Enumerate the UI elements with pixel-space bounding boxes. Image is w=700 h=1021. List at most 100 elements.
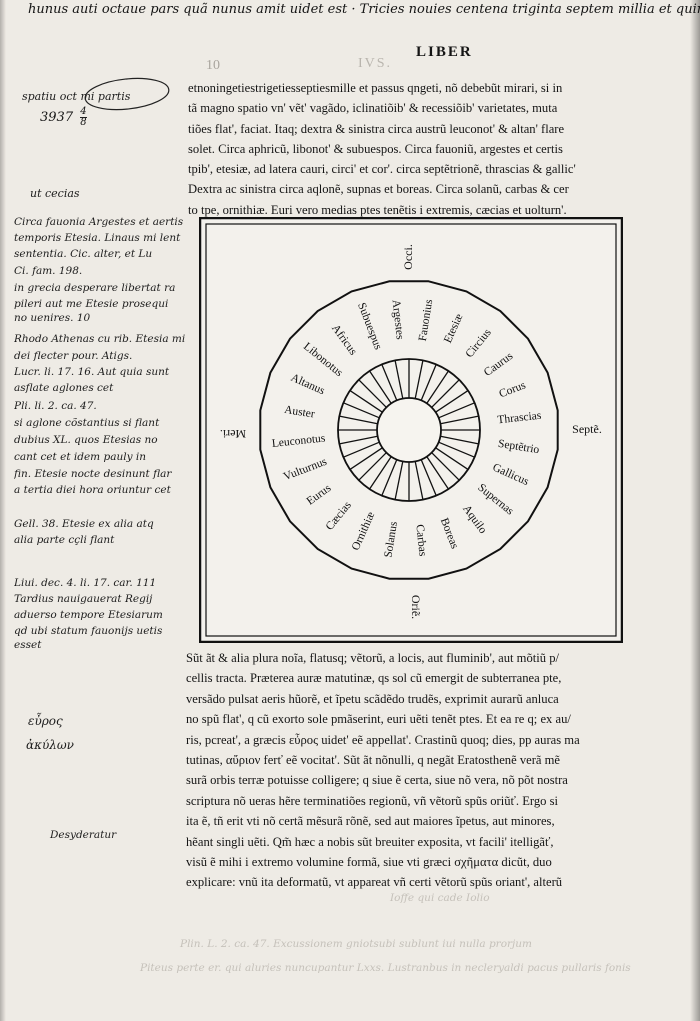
- compass-spoke: [431, 379, 460, 408]
- margin-note: sententia. Cic. alter, et Lu: [14, 248, 153, 260]
- margin-note: alia parte cçli flant: [14, 534, 115, 546]
- wind-label: Argestes: [390, 299, 406, 341]
- distance-fraction: 4 8: [80, 106, 87, 128]
- wind-label: Carbas: [413, 524, 428, 558]
- greek-note-akylon: ἀκύλων: [26, 738, 74, 752]
- label-meridies: Meri.: [220, 427, 246, 441]
- text-line: surã orbis terræ potuisse colligere; q s…: [186, 773, 568, 788]
- body-text-top: etnoningetiestrigetiesseptiesmille et pa…: [188, 78, 650, 220]
- text-line: explicare: vnũ ita deformatũ, vt apparea…: [186, 875, 563, 890]
- text-line: tiões flat', faciat. Itaq; dextra & sini…: [188, 121, 565, 136]
- fraction-numerator: 4: [80, 106, 87, 118]
- compass-spoke: [369, 456, 392, 490]
- compass-spoke: [435, 447, 469, 470]
- text-line: solet. Circa aphricũ, libonot' & subuesp…: [188, 141, 563, 156]
- compass-spoke: [339, 435, 378, 445]
- compass-spoke: [358, 452, 387, 481]
- wind-label: Auster: [283, 404, 315, 421]
- text-line: cellis tracta. Præterea auræ matutinæ, q…: [186, 671, 562, 686]
- compass-spoke: [414, 360, 424, 399]
- text-line: tã magno spatio vn' vẽt' vagãdo, iclinat…: [188, 101, 558, 116]
- bleed-note-2: Plin. L. 2. ca. 47. Excussionem gniotsub…: [180, 938, 533, 950]
- compass-spoke: [426, 456, 449, 490]
- gutter-shadow: [0, 0, 6, 1021]
- margin-note: temporis Etesia. Linaus mi lent: [14, 232, 181, 244]
- text-line: tutinas, αὔριον ferť eẽ vocitat'. Sũt ãt…: [186, 752, 561, 767]
- bleed-note-3: Piteus perte er. qui aluries nuncupantur…: [140, 962, 631, 974]
- compass-spoke: [349, 447, 383, 470]
- text-line: Sũt ãt & alia plura noĩa, flatusq; vẽtor…: [186, 651, 560, 665]
- text-line: to tpe, ornithiæ. Euri vero medias ptes …: [188, 202, 567, 217]
- margin-caecias-note: ut cecias: [30, 187, 80, 200]
- compass-spoke: [394, 360, 404, 399]
- margin-note: Circa fauonia Argestes et aertis: [14, 216, 184, 228]
- text-line: no spũ flat', q cũ exorto sole pmãserint…: [186, 712, 571, 727]
- wind-label: Thrascias: [497, 410, 543, 427]
- margin-note: Pli. li. 2. ca. 47.: [14, 400, 97, 412]
- compass-spoke: [435, 390, 469, 413]
- margin-note: cant cet et idem pauly in: [14, 451, 146, 463]
- compass-spoke: [381, 459, 398, 496]
- compass-spokes: [338, 359, 480, 501]
- margin-note: asflate aglones cet: [14, 382, 114, 394]
- bleed-note-1: Ioffe qui cade Iolio: [390, 892, 490, 904]
- text-line: hẽant singli uẽti. Qm̃ hæc a nobis sũt b…: [186, 834, 554, 849]
- compass-spoke: [343, 402, 380, 419]
- edge-shadow: [690, 0, 700, 1021]
- margin-note: qd ubi statum fauonijs uetis: [14, 625, 163, 637]
- text-line: Dextra ac sinistra circa aqlonẽ, supnas …: [188, 182, 569, 197]
- compass-spoke: [339, 415, 378, 425]
- compass-spoke: [420, 364, 437, 401]
- margin-note: Gell. 38. Etesie ex alia atq: [14, 518, 154, 530]
- compass-spoke: [381, 364, 398, 401]
- compass-spoke: [369, 370, 392, 404]
- margin-note: Lucr. li. 17. 16. Aut quia sunt: [14, 366, 170, 378]
- label-septentrio: Septẽ.: [572, 422, 602, 436]
- compass-spoke: [414, 461, 424, 500]
- compass-spoke: [438, 441, 475, 458]
- compass-spoke: [431, 452, 460, 481]
- text-line: tpib', etesiæ, ad latera cauri, circi' e…: [188, 162, 576, 177]
- compass-spoke: [349, 390, 383, 413]
- compass-spoke: [438, 402, 475, 419]
- margin-note: Liui. dec. 4. li. 17. car. 111: [14, 577, 157, 589]
- compass-spoke: [358, 379, 387, 408]
- margin-note: esset: [14, 639, 42, 651]
- margin-note: si aglone cõstantius si flant: [14, 417, 160, 429]
- margin-note: Tardius nauigauerat Regij: [14, 593, 153, 605]
- margin-distance-value: 3937 4 8: [40, 107, 87, 128]
- text-line: ris, pcreat', a græcis εὖρος uidet' eẽ a…: [186, 732, 580, 747]
- margin-note: dei flecter pour. Atigs.: [14, 350, 133, 362]
- wind-label: Leuconotus: [271, 432, 326, 450]
- wind-polygon: [259, 280, 559, 580]
- compass-spoke: [440, 415, 479, 425]
- margin-note: pileri aut me Etesie prosequi: [14, 298, 169, 310]
- compass-spoke: [440, 435, 479, 445]
- margin-spatium-note: spatiu oct mi partis: [22, 90, 131, 103]
- compass-spoke: [394, 461, 404, 500]
- margin-note: dubius XL. quos Etesias no: [14, 434, 158, 446]
- wind-label: Solanus: [382, 520, 400, 558]
- bleed-through-heading: IVS.: [358, 56, 393, 71]
- text-line: ita ẽ, tñ erit vti nõ certã mẽsurã rõnẽ,…: [186, 814, 555, 829]
- margin-note: a tertia diei hora oriuntur cet: [14, 484, 171, 496]
- text-line: versãdo pulsat aeris hũorẽ, et ĩpetu scã…: [186, 691, 559, 706]
- compass-spoke: [426, 370, 449, 404]
- margin-note: no uenires. 10: [14, 312, 91, 324]
- body-text-bottom: Sũt ãt & alia plura noĩa, flatusq; vẽtor…: [186, 648, 650, 893]
- bleed-through-page-number: 10: [206, 58, 220, 73]
- text-line: scriptura nõ ueras hẽre terminatiões reg…: [186, 793, 559, 808]
- label-oriens: Oriẽ.: [409, 595, 423, 619]
- margin-note: Rhodo Athenas cu rib. Etesia mi: [14, 333, 186, 345]
- running-head: LIBER: [416, 44, 473, 60]
- distance-number: 3937: [40, 110, 74, 125]
- top-handwritten-note: hunus auti octaue pars quã nunus amit ui…: [28, 2, 700, 17]
- text-line: visũ ẽ mihi i extremo volumine formã, si…: [186, 854, 552, 869]
- ink-oval: [84, 77, 170, 111]
- diagram-inner-frame: [205, 223, 617, 637]
- fraction-denominator: 8: [80, 117, 87, 128]
- greek-note-euros: εὖρος: [28, 714, 63, 728]
- margin-note: Ci. fam. 198.: [14, 265, 83, 277]
